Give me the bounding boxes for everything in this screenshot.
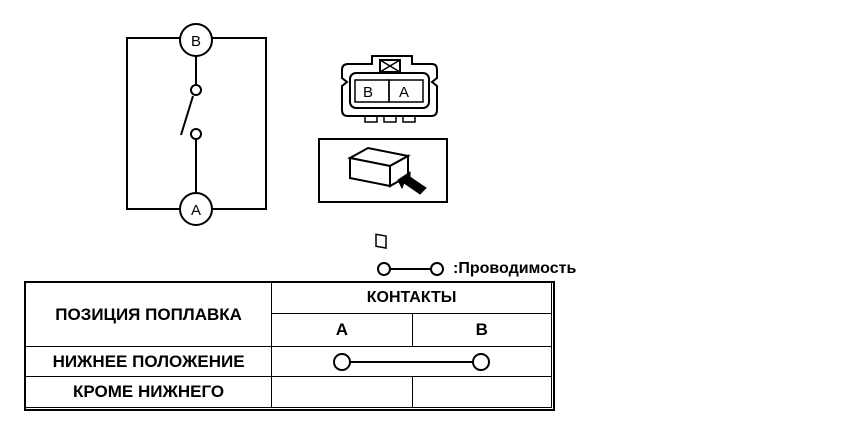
insertion-arrow-icon — [397, 171, 427, 195]
empty-cell-b — [411, 376, 553, 408]
terminal-a-label: A — [191, 202, 201, 219]
header-contacts: КОНТАКТЫ — [271, 282, 552, 314]
table-row: КРОМЕ НИЖНЕГО — [24, 376, 553, 408]
empty-cell-a — [271, 376, 413, 408]
continuity-line — [342, 360, 481, 363]
contacts-table: ПОЗИЦИЯ ПОПЛАВКА КОНТАКТЫ A B НИЖНЕЕ ПОЛ… — [24, 282, 553, 408]
connector-perspective-view — [318, 138, 448, 249]
connector-face — [341, 55, 438, 123]
header-float-position: ПОЗИЦИЯ ПОПЛАВКА — [24, 282, 273, 347]
connector-pin-b-label: B — [363, 84, 373, 101]
table-row: НИЖНЕЕ ПОЛОЖЕНИЕ — [24, 346, 552, 377]
column-b-header: B — [411, 313, 553, 347]
column-a-header: A — [271, 313, 413, 347]
continuity-legend-symbol — [377, 262, 444, 276]
continuity-dot-b — [472, 352, 490, 371]
terminal-a: A — [179, 192, 213, 226]
continuity-legend-label: :Проводимость — [453, 260, 577, 277]
row-label-lower-position: НИЖНЕЕ ПОЛОЖЕНИЕ — [24, 346, 273, 377]
float-switch-schematic — [126, 37, 267, 210]
connector-pin-a-label: A — [399, 84, 409, 101]
switch-contact-lower — [190, 128, 202, 140]
terminal-b-label: B — [191, 33, 201, 50]
continuity-cell — [271, 346, 552, 377]
terminal-b: B — [179, 23, 213, 57]
row-label-other-position: КРОМЕ НИЖНЕГО — [24, 376, 273, 408]
continuity-dot-a — [333, 352, 352, 371]
switch-contact-upper — [190, 84, 202, 96]
